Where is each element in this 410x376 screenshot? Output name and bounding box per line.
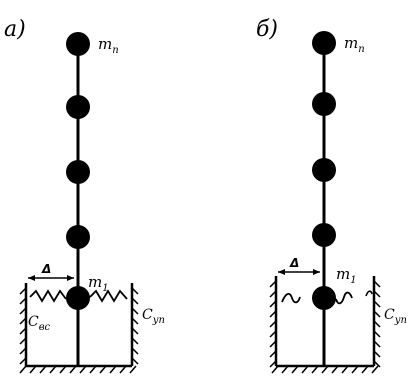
panel-a-top-mass-label: mn: [98, 35, 119, 56]
panel-b-mass-2: [312, 158, 336, 182]
panel-a-spring-right: [89, 289, 128, 303]
panel-a-mass-1b: [66, 225, 90, 249]
panel-a-wall-left-hatching: [19, 287, 27, 365]
panel-a-mass-1: [66, 286, 90, 310]
panel-b-mass-3: [312, 92, 336, 116]
panel-b-spring-right-label: Cуп: [384, 307, 407, 326]
panel-a-letter: а): [4, 17, 26, 42]
panel-b-mass-1: [312, 286, 336, 310]
panel-a-wall-right-hatching: [131, 287, 139, 365]
panel-a-mass-3: [66, 95, 90, 119]
panel-b-wall-spring-tick: [365, 290, 373, 297]
panel-b-container: [269, 276, 381, 374]
panel-b-spring-right: [335, 291, 353, 305]
panel-a-spring-right-label: Cуп: [142, 307, 165, 326]
panel-b-floor-hatching: [271, 365, 379, 374]
panel-b-wall-left-hatching: [269, 280, 277, 368]
panel-b-mass-1b: [312, 223, 336, 247]
panel-b-wall-right-hatching: [373, 280, 381, 368]
panel-a-spring-left: [29, 289, 67, 303]
panel-a-mass-2: [66, 160, 90, 184]
panel-a-spring-left-label: Cвс: [28, 314, 51, 333]
panel-b-bottom-mass-label: m1: [336, 265, 357, 286]
panel-b-delta-label: Δ: [289, 256, 299, 270]
panel-a-floor-hatching: [19, 365, 137, 374]
panel-b-mass-n: [312, 31, 336, 55]
panel-b: б) mn m1: [256, 17, 407, 374]
panel-b-letter: б): [256, 17, 278, 42]
panel-a: а) mn m1: [4, 17, 165, 374]
panel-a-bottom-mass-label: m1: [88, 273, 109, 294]
panel-a-mass-n: [66, 32, 90, 56]
panel-a-container: [19, 283, 139, 374]
panel-b-spring-left: [281, 293, 301, 304]
panel-b-top-mass-label: mn: [344, 34, 365, 55]
panel-a-delta-label: Δ: [41, 262, 51, 276]
